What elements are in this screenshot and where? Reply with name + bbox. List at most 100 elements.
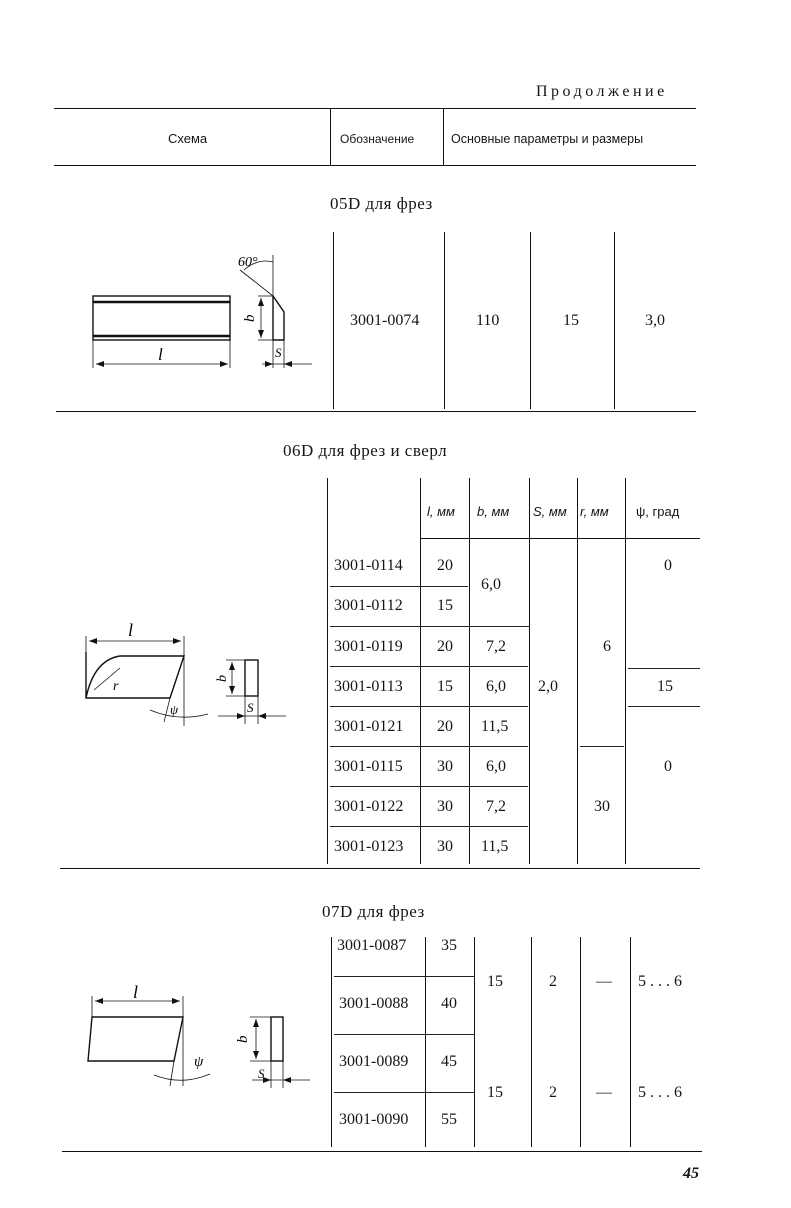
s07-col-div-b	[474, 937, 475, 1147]
section-05-title: 05D для фрез	[330, 194, 433, 213]
s07-group-1-b: 15	[487, 973, 503, 990]
s05-b: 15	[563, 312, 579, 329]
s07-group-2-b: 15	[487, 1084, 503, 1101]
s06-fig-l-label: l	[128, 620, 133, 640]
s07-bottom-rule	[62, 1151, 702, 1152]
s05-divider-2	[444, 232, 445, 409]
s07-col-div-r	[580, 937, 581, 1147]
s05-divider-1	[333, 232, 334, 409]
s06-col-div-s	[529, 478, 530, 864]
s06-row-4-l: 15	[437, 678, 453, 695]
s06-left-border	[327, 478, 328, 864]
s06-col-b: b, мм	[477, 504, 510, 519]
s05-s: 3,0	[645, 312, 665, 329]
s06-r-top: 6	[603, 638, 611, 655]
s06-row-7-designation: 3001-0122	[334, 798, 404, 815]
s06-col-div-l	[420, 478, 421, 864]
s07-group-1-r: —	[596, 973, 612, 990]
s07-row-3-designation: 3001-0089	[339, 1053, 409, 1070]
header-divider-1	[330, 108, 331, 165]
s06-psi-bottom: 0	[664, 758, 672, 775]
s07-group-1-psi: 5 . . . 6	[638, 973, 682, 990]
s07-sep-1	[334, 976, 474, 977]
s07-fig-b-label: b	[235, 1035, 251, 1043]
s06-row-7-b: 7,2	[486, 798, 506, 815]
s05-designation: 3001-0074	[350, 312, 420, 329]
s06-r-bottom: 30	[594, 798, 610, 815]
s06-sep-6	[330, 786, 528, 787]
s07-row-2-l: 40	[441, 995, 457, 1012]
s05-divider-3	[530, 232, 531, 409]
s07-group-2-psi: 5 . . . 6	[638, 1084, 682, 1101]
s06-row-3-designation: 3001-0119	[334, 638, 403, 655]
header-divider-2	[443, 108, 444, 165]
s06-row-7-l: 30	[437, 798, 453, 815]
s05-l-label: l	[158, 345, 163, 364]
s06-row-8-l: 30	[437, 838, 453, 855]
s06-col-div-r	[577, 478, 578, 864]
s06-col-div-b	[469, 478, 470, 864]
s06-psi-top: 0	[664, 557, 672, 574]
s06-col-psi: ψ, град	[636, 504, 680, 519]
s06-sep-5	[330, 746, 528, 747]
s06-row-6-designation: 3001-0115	[334, 758, 403, 775]
s06-row-8-designation: 3001-0123	[334, 838, 404, 855]
s06-row-4-b: 6,0	[486, 678, 506, 695]
s05-divider-4	[614, 232, 615, 409]
s06-col-r: r, мм	[580, 504, 609, 519]
s07-row-4-l: 55	[441, 1111, 457, 1128]
s06-fig-b-label: b	[215, 675, 230, 682]
s06-sep-3	[330, 666, 528, 667]
s06-sep-2	[330, 626, 530, 627]
col-header-schema: Схема	[168, 131, 208, 146]
s07-fig-psi-label: ψ	[194, 1054, 204, 1070]
s06-b-merged: 6,0	[481, 576, 501, 593]
s06-fig-s-label: S	[247, 700, 254, 715]
col-header-params: Основные параметры и размеры	[451, 132, 644, 146]
s07-sep-3	[334, 1092, 474, 1093]
s06-row-6-l: 30	[437, 758, 453, 775]
s06-row-1-designation: 3001-0114	[334, 557, 403, 574]
section-06-title: 06D для фрез и сверл	[283, 441, 448, 460]
s06-row-5-b: 11,5	[481, 718, 509, 735]
s06-row-8-b: 11,5	[481, 838, 509, 855]
s07-col-div-psi	[630, 937, 631, 1147]
s06-sep-4	[330, 706, 528, 707]
s07-row-4-designation: 3001-0090	[339, 1111, 409, 1128]
s07-col-div-l	[425, 937, 426, 1147]
s05-bottom-rule	[56, 411, 696, 412]
s06-col-s: S, мм	[533, 504, 567, 519]
header-top-rule	[54, 108, 696, 109]
s06-bottom-rule	[60, 868, 700, 869]
s06-psi-mid: 15	[657, 678, 673, 695]
s06-row-6-b: 6,0	[486, 758, 506, 775]
s07-row-2-designation: 3001-0088	[339, 995, 409, 1012]
s06-row-2-l: 15	[437, 597, 453, 614]
s07-group-1-s: 2	[549, 973, 557, 990]
s06-header-rule	[420, 538, 700, 539]
s07-fig-l-label: l	[133, 982, 138, 1002]
s06-sep-7	[330, 826, 528, 827]
page-number: 45	[683, 1165, 699, 1182]
s06-r-sep	[580, 746, 624, 747]
s06-row-4-designation: 3001-0113	[334, 678, 403, 695]
col-header-designation: Обозначение	[340, 132, 415, 146]
s07-row-1-l: 35	[441, 937, 457, 954]
s07-col-div-s	[531, 937, 532, 1147]
s05-angle-label: 60°	[238, 255, 258, 270]
s07-fig-s-label: S	[258, 1066, 265, 1081]
s07-row-3-l: 45	[441, 1053, 457, 1070]
s06-row-5-l: 20	[437, 718, 453, 735]
s06-row-3-b: 7,2	[486, 638, 506, 655]
s06-col-l: l, мм	[427, 504, 455, 519]
header-bottom-rule	[54, 165, 696, 166]
s07-row-1-designation: 3001-0087	[337, 937, 407, 954]
s06-row-3-l: 20	[437, 638, 453, 655]
s05-l: 110	[476, 312, 500, 329]
s06-col-div-psi	[625, 478, 626, 864]
s07-group-2-r: —	[596, 1084, 612, 1101]
s06-row-5-designation: 3001-0121	[334, 718, 404, 735]
